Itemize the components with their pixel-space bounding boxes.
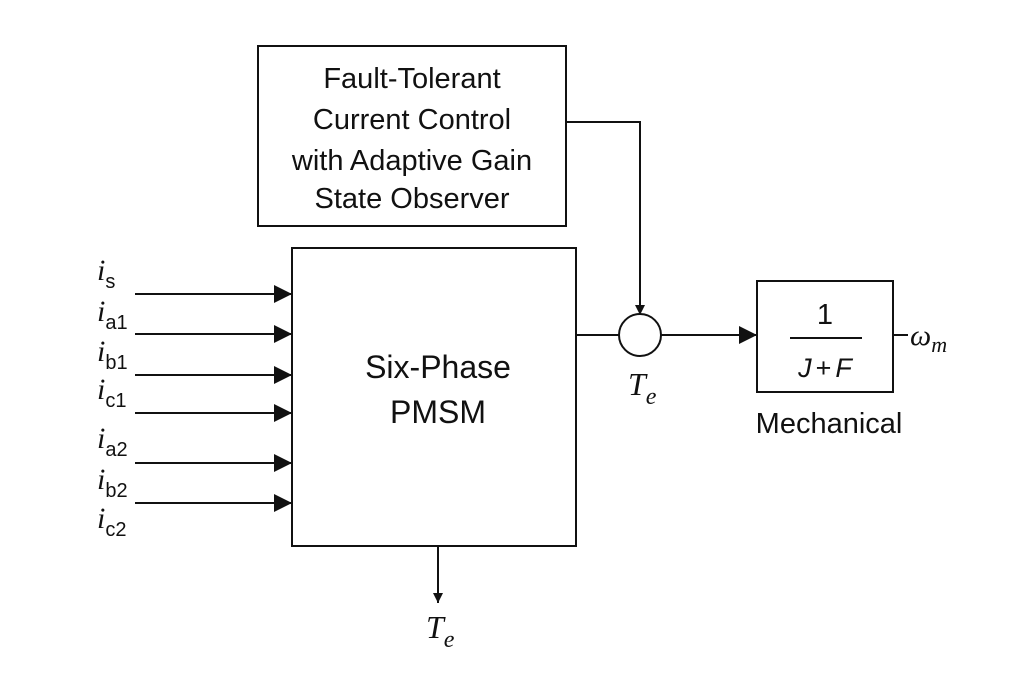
mechanical-block: 1 J+F — [756, 280, 894, 393]
mechanical-caption: Mechanical — [756, 408, 903, 440]
mechanical-denominator: J+F — [797, 353, 853, 383]
summing-junction — [618, 313, 662, 357]
input-label-ia2: ia2 — [97, 422, 128, 461]
controller-line-2: Current Control — [313, 104, 511, 136]
mechanical-numerator: 1 — [817, 299, 833, 331]
junction-label: Te — [628, 366, 657, 410]
input-arrows — [135, 285, 292, 512]
input-label-ia1: ia1 — [97, 295, 128, 334]
input-label-ib1: ib1 — [97, 335, 128, 374]
controller-to-junction-wire — [566, 121, 645, 315]
bottom-output-label: Te — [426, 609, 455, 653]
input-label-is: is — [97, 254, 115, 293]
input-label-ic1: ic1 — [97, 373, 126, 412]
input-label-ib2: ib2 — [97, 463, 128, 502]
controller-block: Fault-Tolerant Current Control with Adap… — [257, 45, 567, 227]
controller-line-3: with Adaptive Gain — [291, 145, 532, 177]
pmsm-block: Six-Phase PMSM — [291, 247, 577, 547]
input-labels: is ia1 ib1 ic1 ia2 ib2 ic2 — [97, 254, 128, 541]
input-label-ic2: ic2 — [97, 502, 126, 541]
pmsm-line-2: PMSM — [390, 394, 486, 430]
speed-output-label: ωm — [910, 319, 947, 357]
pmsm-line-1: Six-Phase — [365, 349, 511, 385]
controller-line-1: Fault-Tolerant — [323, 63, 500, 95]
controller-line-4: State Observer — [314, 183, 509, 215]
